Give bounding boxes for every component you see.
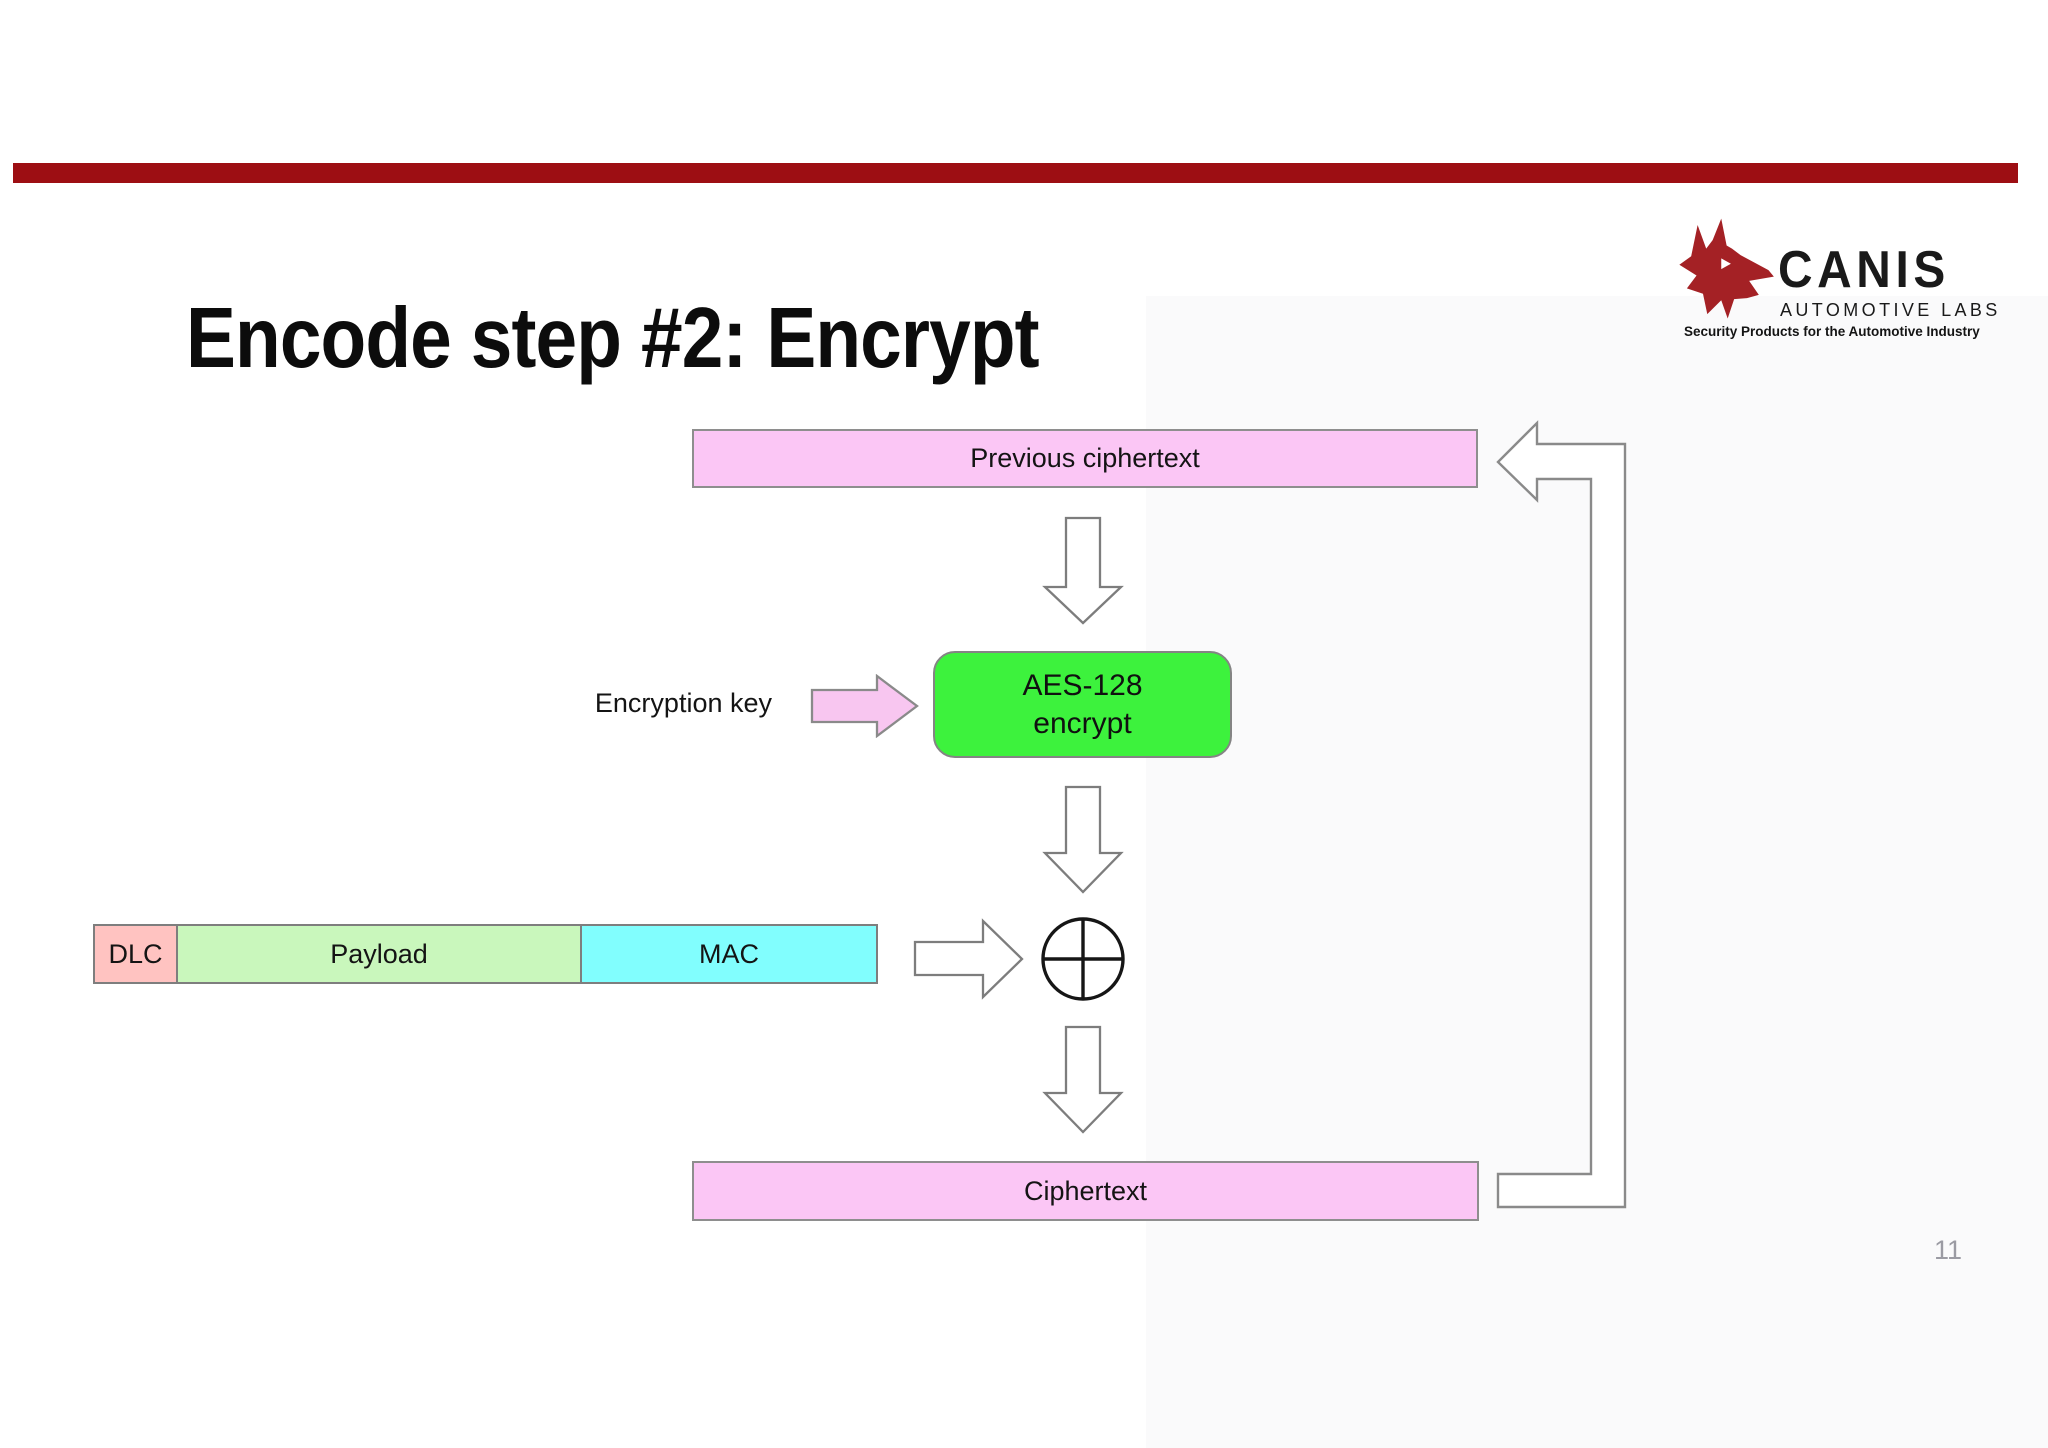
frame-field-dlc: DLC [93, 924, 178, 984]
canis-logo: CANIS AUTOMOTIVE LABS Security Products … [1668, 208, 1997, 348]
previous-ciphertext-box: Previous ciphertext [692, 429, 1478, 488]
logo-subtitle-text: AUTOMOTIVE LABS [1780, 300, 2001, 320]
down-arrow-icon [1042, 1025, 1124, 1134]
key-right-arrow-icon [810, 674, 919, 738]
aes-box-line1: AES-128 [1022, 668, 1143, 702]
previous-ciphertext-label: Previous ciphertext [970, 443, 1200, 473]
right-arrow-icon [913, 918, 1024, 1000]
aes-encrypt-box: AES-128 encrypt [933, 651, 1232, 758]
can-frame-bar: DLC Payload MAC [93, 924, 878, 984]
aes-box-line2: encrypt [1033, 706, 1132, 740]
ciphertext-label: Ciphertext [1023, 1175, 1148, 1206]
wolf-head-icon [1679, 218, 1774, 319]
down-arrow-icon [1042, 785, 1124, 894]
frame-field-dlc-label: DLC [108, 938, 163, 969]
feedback-loop-arrow-icon [1496, 420, 1627, 1209]
logo-tagline-text: Security Products for the Automotive Ind… [1684, 324, 1980, 339]
frame-field-mac-label: MAC [699, 938, 759, 969]
slide-title: Encode step #2: Encrypt [186, 291, 1040, 386]
logo-brand-text: CANIS [1778, 241, 1950, 299]
xor-icon [1041, 917, 1125, 1001]
page-number: 11 [1934, 1235, 1963, 1265]
top-red-rule [13, 163, 2018, 183]
down-arrow-icon [1042, 516, 1124, 625]
frame-field-payload-label: Payload [330, 938, 428, 969]
ciphertext-box: Ciphertext [692, 1161, 1479, 1221]
frame-field-payload: Payload [176, 924, 582, 984]
encryption-key-label: Encryption key [594, 688, 772, 718]
frame-field-mac: MAC [580, 924, 878, 984]
